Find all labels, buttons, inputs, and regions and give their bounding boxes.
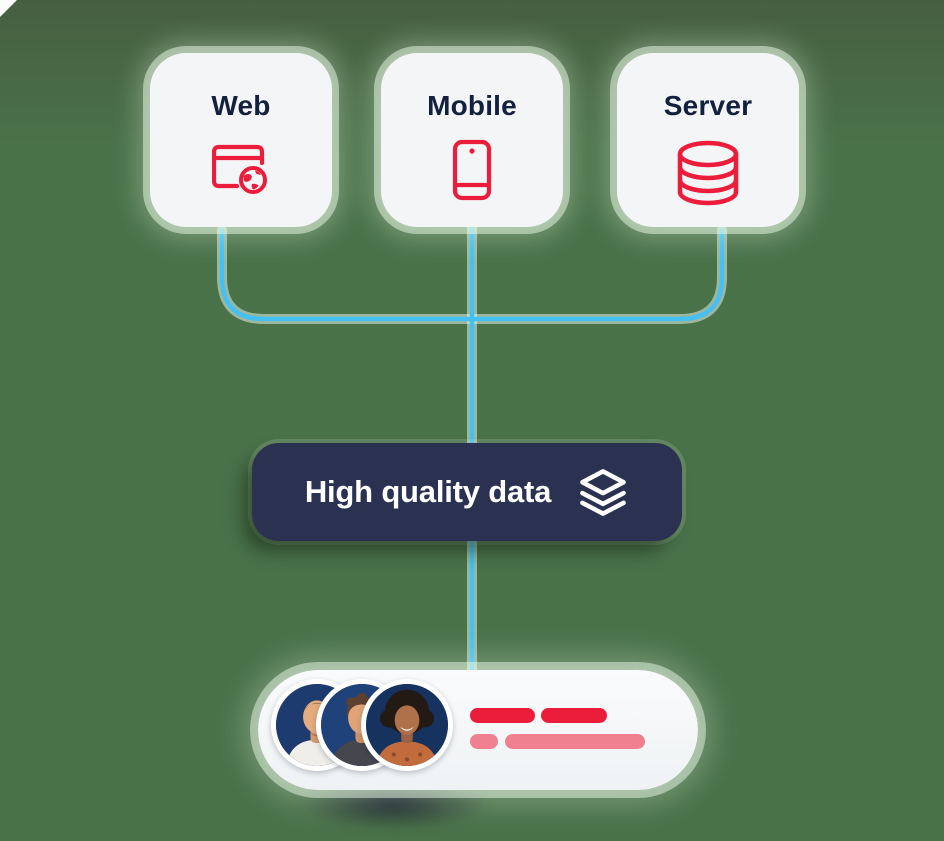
smartphone-icon	[452, 139, 492, 201]
corner-artifact	[0, 0, 17, 17]
avatar-woman-curly-afro	[361, 679, 453, 771]
users-card	[258, 670, 698, 790]
hub-label: High quality data	[304, 474, 552, 509]
text-placeholder-bar	[470, 708, 535, 723]
layers-icon	[577, 466, 629, 518]
connector-web-server	[219, 227, 725, 322]
source-card-label: Server	[663, 90, 753, 121]
source-card-mobile: Mobile	[381, 53, 563, 227]
text-placeholder-bar	[541, 708, 607, 723]
hub-pill: High quality data	[252, 443, 682, 541]
source-card-label: Mobile	[427, 90, 517, 121]
source-card-server: Server	[617, 53, 799, 227]
database-icon	[675, 139, 741, 207]
browser-globe-icon	[212, 139, 270, 197]
text-placeholder-bar	[470, 734, 498, 749]
text-placeholder-bar	[505, 734, 645, 749]
source-card-web: Web	[150, 53, 332, 227]
source-card-label: Web	[211, 90, 271, 121]
avatar-stack	[271, 679, 453, 771]
